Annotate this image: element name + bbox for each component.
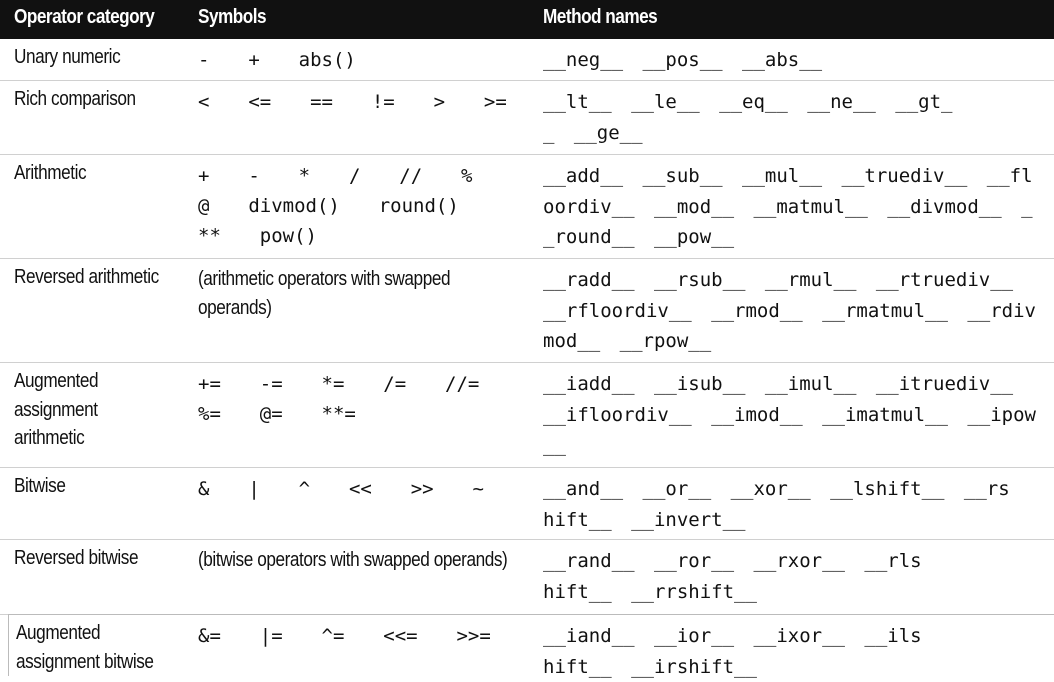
row-methods: __and__ __or__ __xor__ __lshift__ __rshi… xyxy=(543,478,1010,531)
row-methods: __add__ __sub__ __mul__ __truediv__ __fl… xyxy=(543,165,1033,248)
row-symbols: < <= == != > >= xyxy=(198,91,507,113)
row-category: Unary numeric xyxy=(14,46,121,68)
header-category: Operator category xyxy=(14,6,155,28)
row-symbols: (arithmetic operators with swapped opera… xyxy=(198,268,455,319)
row-symbols: &= |= ^= <<= >>= xyxy=(198,625,491,647)
row-methods: __lt__ __le__ __eq__ __ne__ __gt__ __ge_… xyxy=(543,91,953,144)
table-row: Bitwise & | ^ << >> ~ __and__ __or__ __x… xyxy=(0,468,1054,540)
row-category: Augmented assignment bitwise xyxy=(16,622,154,673)
table-row: Rich comparison < <= == != > >= __lt__ _… xyxy=(0,81,1054,155)
row-symbols: (bitwise operators with swapped operands… xyxy=(198,549,508,571)
header-symbols: Symbols xyxy=(198,6,267,28)
row-methods: __neg__ __pos__ __abs__ xyxy=(543,49,823,71)
header-methods: Method names xyxy=(543,6,658,28)
table-row: Reversed arithmetic (arithmetic operator… xyxy=(0,259,1054,363)
row-symbols: - + abs() xyxy=(198,49,356,71)
row-methods: __iand__ __ior__ __ixor__ __ilshift__ __… xyxy=(543,625,922,678)
table-header: Operator category Symbols Method names xyxy=(0,0,1054,39)
table-row: Arithmetic + - * / // % @ divmod() round… xyxy=(0,155,1054,259)
row-symbols: & | ^ << >> ~ xyxy=(198,478,484,500)
table-row: Augmented assignment bitwise &= |= ^= <<… xyxy=(0,615,1054,681)
row-category: Arithmetic xyxy=(14,162,87,184)
table-row: Augmented assignment arithmetic += -= *=… xyxy=(0,363,1054,468)
table-row: Reversed bitwise (bitwise operators with… xyxy=(0,540,1054,615)
row-methods: __rand__ __ror__ __rxor__ __rlshift__ __… xyxy=(543,550,922,603)
row-category: Bitwise xyxy=(14,475,66,497)
row-category: Reversed arithmetic xyxy=(14,266,159,288)
table-row: Unary numeric - + abs() __neg__ __pos__ … xyxy=(0,39,1054,81)
row-category: Reversed bitwise xyxy=(14,547,139,569)
row-symbols: += -= *= /= //= %= @= **= xyxy=(198,373,519,425)
row-category: Augmented assignment arithmetic xyxy=(14,370,99,449)
row-symbols: + - * / // % @ divmod() round() ** pow() xyxy=(198,165,512,247)
row-methods: __iadd__ __isub__ __imul__ __itruediv__ … xyxy=(543,373,1036,456)
row-border xyxy=(8,614,1054,676)
row-methods: __radd__ __rsub__ __rmul__ __rtruediv__ … xyxy=(543,269,1036,352)
row-category: Rich comparison xyxy=(14,88,136,110)
